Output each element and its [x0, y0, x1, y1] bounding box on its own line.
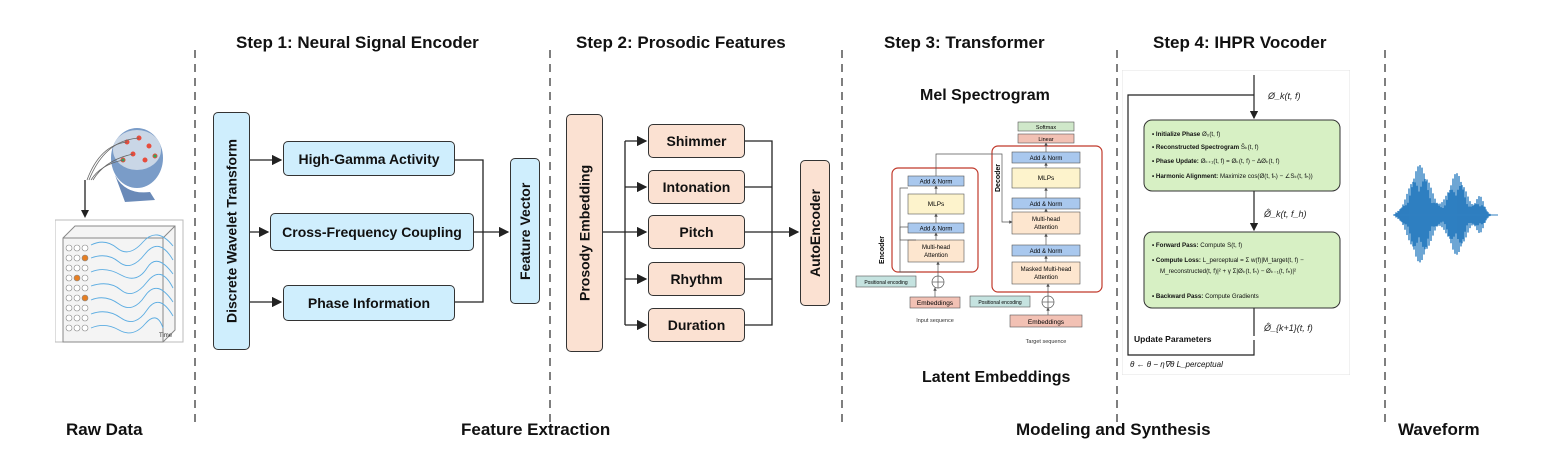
- prosody-item-shimmer: Shimmer: [648, 124, 745, 158]
- time-axis-label: Time: [159, 333, 173, 339]
- step3-title: Step 3: Transformer: [884, 33, 1045, 52]
- feature-vector-label: Feature Vector: [517, 182, 533, 280]
- svg-text:Add & Norm: Add & Norm: [1030, 156, 1063, 162]
- training-box: [1143, 231, 1341, 309]
- dec-positional-encoding: [969, 295, 1031, 308]
- mel-spectrogram-label: Mel Spectrogram: [920, 87, 1050, 104]
- svg-text:Positional encoding: Positional encoding: [978, 300, 1022, 306]
- svg-text:Add & Norm: Add & Norm: [920, 227, 953, 233]
- svg-text:Add & Norm: Add & Norm: [1030, 202, 1063, 208]
- dwt-box: Discrete Wavelet Transform: [213, 112, 250, 350]
- prosody-item-label: Intonation: [662, 179, 731, 195]
- dec-embeddings: [1009, 314, 1083, 328]
- svg-text:Attention: Attention: [1034, 225, 1058, 231]
- recon-spectrogram-text: • Reconstructed Spectrogram Ŝₖ(t, f): [1152, 144, 1259, 151]
- encoder-outline: [891, 167, 979, 273]
- svg-text:Attention: Attention: [1034, 275, 1058, 281]
- step4-title: Step 4: IHPR Vocoder: [1153, 33, 1327, 52]
- input-sequence-label: Input sequence: [916, 318, 954, 324]
- target-sequence-label: Target sequence: [1026, 339, 1067, 345]
- prosody-item-label: Shimmer: [666, 133, 727, 149]
- dwt-label: Discrete Wavelet Transform: [223, 139, 240, 323]
- svg-text:Linear: Linear: [1038, 137, 1053, 143]
- section-raw-data: Raw Data: [66, 420, 143, 439]
- phi-k-mid: Ø̂_k(t, f_h): [1263, 209, 1307, 219]
- prosody-item-label: Rhythm: [670, 271, 723, 287]
- prosody-item-label: Duration: [667, 317, 726, 333]
- svg-text:Attention: Attention: [924, 253, 948, 259]
- phase-reconstruction-box: [1143, 119, 1341, 192]
- section-modeling-synthesis: Modeling and Synthesis: [1016, 420, 1211, 439]
- phi-k1-bottom: Ø̂_{k+1}(t, f): [1263, 323, 1313, 333]
- svg-text:Masked Multi-head: Masked Multi-head: [1021, 267, 1072, 273]
- compute-loss-text-2: M_reconstructed(t, f)|² + γ Σ|Øₖ(t, fₕ) …: [1160, 268, 1296, 275]
- waveform-icon: [1393, 165, 1498, 263]
- svg-text:MLPs: MLPs: [1038, 175, 1055, 182]
- step1-title: Step 1: Neural Signal Encoder: [236, 33, 479, 52]
- svg-text:Positional encoding: Positional encoding: [864, 280, 908, 286]
- forward-pass-text: • Forward Pass: Compute S(t, f): [1152, 242, 1242, 249]
- step2-title: Step 2: Prosodic Features: [576, 33, 786, 52]
- compute-loss-text: • Compute Loss: L_perceptual = Σ w(f)|M_…: [1152, 257, 1304, 264]
- backward-pass-text: • Backward Pass: Compute Gradients: [1152, 293, 1259, 300]
- prosody-embedding-label: Prosody Embedding: [576, 164, 593, 302]
- head-eeg-icon: [86, 128, 163, 202]
- prosody-embedding-box: Prosody Embedding: [566, 114, 603, 352]
- prosody-item-pitch: Pitch: [648, 215, 745, 249]
- theta-update-formula: θ ← θ − η∇θ L_perceptual: [1130, 360, 1223, 369]
- update-parameters-label: Update Parameters: [1134, 334, 1212, 344]
- autoencoder-label: AutoEncoder: [807, 189, 823, 277]
- prosody-item-rhythm: Rhythm: [648, 262, 745, 296]
- svg-text:Embeddings: Embeddings: [1028, 319, 1065, 326]
- transformer-diagram: Encoder Add & Norm MLPs Add & Norm Multi…: [855, 121, 1103, 345]
- prosody-item-label: Pitch: [679, 224, 714, 240]
- enc-positional-encoding: [855, 275, 917, 288]
- raw-data-illustration: Time: [55, 128, 184, 343]
- svg-text:Add & Norm: Add & Norm: [920, 180, 953, 186]
- section-waveform: Waveform: [1398, 420, 1480, 439]
- svg-text:MLPs: MLPs: [928, 201, 945, 208]
- prosody-item-intonation: Intonation: [648, 170, 745, 204]
- svg-text:Multi-head: Multi-head: [922, 245, 950, 251]
- section-feature-extraction: Feature Extraction: [461, 420, 611, 439]
- feature-vector-box: Feature Vector: [510, 158, 540, 304]
- dec-softmax: [1017, 121, 1075, 132]
- svg-text:Add & Norm: Add & Norm: [1030, 249, 1063, 255]
- phase-info-box: Phase Information: [283, 285, 455, 321]
- harmonic-alignment-text: • Harmonic Alignment: Maximize cos(Ø(t, …: [1152, 173, 1313, 180]
- decoder-outline: [991, 145, 1103, 293]
- cross-frequency-label: Cross-Frequency Coupling: [282, 224, 462, 240]
- cross-frequency-box: Cross-Frequency Coupling: [270, 213, 474, 251]
- init-phase-text: • Initialize Phase Ø₀(t, f): [1152, 131, 1220, 138]
- decoder-label: Decoder: [995, 164, 1002, 192]
- high-gamma-box: High-Gamma Activity: [283, 141, 455, 176]
- latent-embeddings-label: Latent Embeddings: [922, 369, 1071, 386]
- svg-text:Embeddings: Embeddings: [917, 300, 954, 307]
- high-gamma-label: High-Gamma Activity: [298, 150, 440, 167]
- phase-update-text: • Phase Update: Øₖ₊₁(t, f) = Øₖ(t, f) − …: [1152, 158, 1280, 165]
- phi-k-top: Ø_k(t, f): [1267, 91, 1301, 101]
- autoencoder-box: AutoEncoder: [800, 160, 830, 306]
- svg-text:Softmax: Softmax: [1036, 125, 1056, 131]
- prosody-item-duration: Duration: [648, 308, 745, 342]
- phase-info-label: Phase Information: [307, 295, 431, 311]
- vocoder-diagram: Ø_k(t, f) • Initialize Phase Ø₀(t, f) • …: [1122, 70, 1350, 375]
- electrode-grid: Time: [55, 219, 184, 343]
- svg-text:Multi-head: Multi-head: [1032, 217, 1060, 223]
- encoder-label: Encoder: [879, 236, 886, 264]
